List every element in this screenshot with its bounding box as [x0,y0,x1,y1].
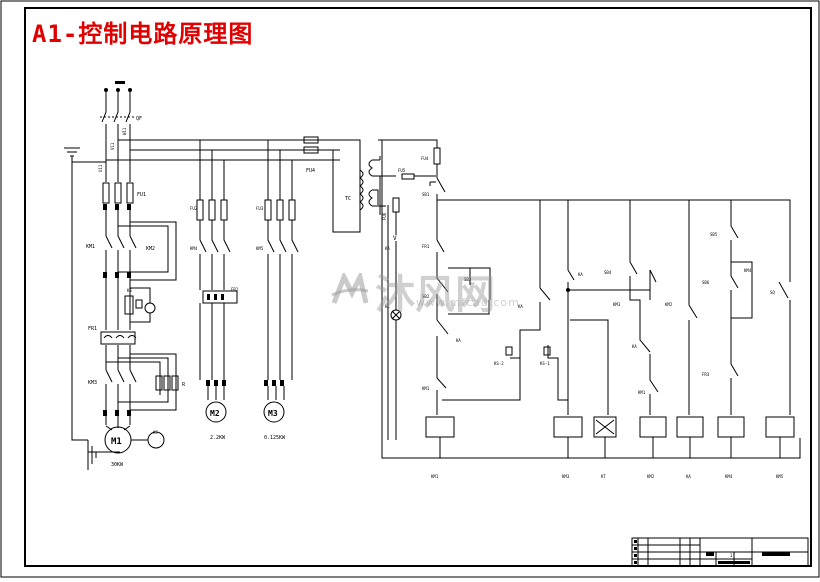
scale-mark: 1 [730,553,733,558]
terminal-blocks [103,204,284,416]
km1-aux2-label: KM1 [638,390,646,395]
control-fuse [433,147,441,165]
km2-aux-label: KM2 [665,302,673,307]
control-fuse-label: FU4 [421,156,429,161]
transformer-tc [359,156,396,215]
motor-m3-power: 0.125KW [264,435,286,441]
ka-label-3: KA [578,272,583,277]
motor-m2-name: M2 [210,409,220,418]
km5-label: KM5 [256,246,264,251]
ka-label-4: KA [632,344,637,349]
phase-lines [101,92,131,425]
fr1-box [100,331,136,345]
terminal-bar [115,81,125,84]
feeder-lines [106,139,361,233]
sq-label: SQ [770,290,775,295]
watermark-text: 沐风网 [375,272,496,318]
fu4-label: FU4 [306,168,315,174]
coil-label-km3: KM3 [562,474,570,479]
m3-branch [263,190,299,423]
km1-contacts [105,221,177,281]
watermark: 沐风网 www.mfcad.com [330,262,519,320]
coil-row [425,416,795,458]
fu3-label: FU3 [256,206,264,211]
phase-v-label: V11 [110,142,115,150]
fr1-label: FR1 [88,326,97,332]
km3-aux-label: KM3 [613,302,621,307]
control-rails [378,139,801,459]
ks1-contact [543,346,551,356]
phase-w-label: W11 [122,127,127,135]
motor-m1-power: 30KW [111,462,124,468]
inner-border [24,7,812,567]
brake-unit [124,287,156,323]
ka-label-2: KA [518,304,523,309]
km3-label: KM3 [88,380,97,386]
ammeter-label: KA [385,246,390,251]
sb2-label: SB2 [422,294,430,299]
fu6-label: FU6 [382,212,387,220]
lamp-label: HL [385,304,390,309]
sb6-label: SB6 [702,280,710,285]
ks-motor-label: KS [153,430,158,435]
phase-u-label: U11 [98,164,103,172]
sb4-label: SB4 [604,270,612,275]
fu2-label: FU2 [190,206,198,211]
km4-aux-label: KM4 [744,268,752,273]
fu5-label: FU5 [398,168,406,173]
fu1-fuses: FU1 [102,182,146,204]
supply-terminal-l1 [104,88,108,92]
title-block [631,537,809,567]
sb3-label: SB3 [464,277,472,282]
ka-label-1: KA [456,338,461,343]
fr2-label: FR2 [231,287,239,292]
fr3-label: FR3 [702,372,710,377]
watermark-url: www.mfcad.com [416,296,520,309]
instrument-column [387,173,436,440]
ks1-label: KS-1 [540,361,550,366]
coil-label-km4: KM4 [725,474,733,479]
km4-label: KM4 [190,246,198,251]
qf-label: QF [136,116,142,122]
tc-label: TC [345,196,351,202]
supply-terminal-l2 [116,88,120,92]
ks2-label: KS-2 [494,361,504,366]
supply-terminal-l3 [128,88,132,92]
coil-label-km2: KM2 [647,474,655,479]
km2-label: KM2 [146,246,155,252]
sb1-label: SB1 [422,192,430,197]
km1-aux-label: KM1 [422,386,430,391]
coil-label-kt: KT [601,474,606,479]
km3-contacts [105,353,179,411]
control-branches [436,200,789,415]
ks-top-label: KS [127,288,132,293]
watermark-logo-icon [331,269,369,304]
motor-m3-name: M3 [268,409,278,418]
m2-branch [196,190,238,423]
ground-symbol-top [64,147,120,470]
coil-label-km1: KM1 [431,474,439,479]
tacho-wheel [147,431,165,449]
fu1-label: FU1 [137,192,146,198]
fr1-aux-label: FR1 [422,244,430,249]
motor-m1-name: M1 [111,437,122,447]
resistor-label: R [182,382,186,388]
km1-label: KM1 [86,244,95,250]
motor-m2-power: 2.2KW [210,435,226,441]
coil-label-ka: KA [686,474,691,479]
coil-label-km5: KM5 [776,474,784,479]
sb5-label: SB5 [710,232,718,237]
page-title: A1-控制电路原理图 [32,20,254,48]
voltmeter-label: V [393,235,397,242]
ks2-contact [505,346,513,356]
